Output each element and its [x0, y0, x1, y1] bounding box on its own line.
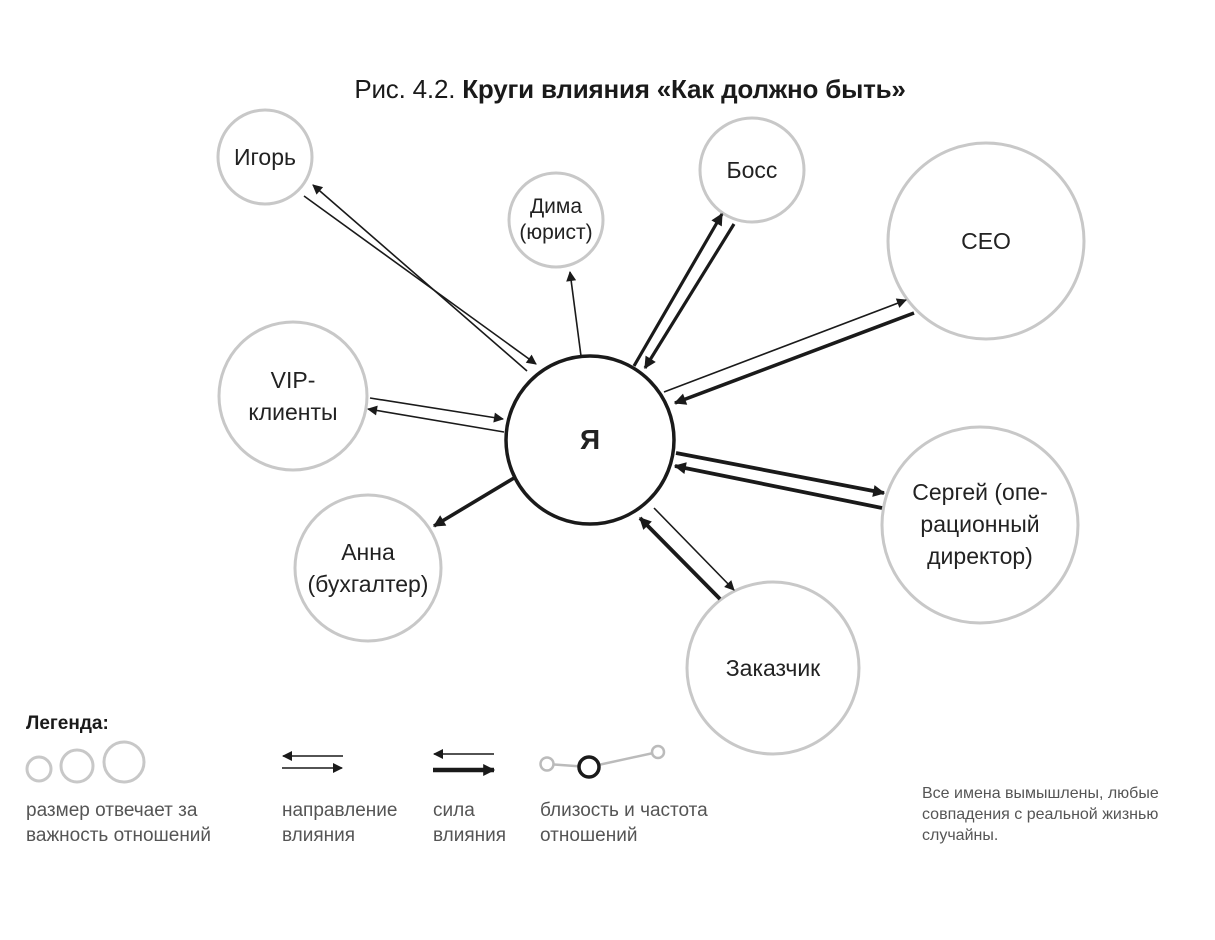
arrow-ceo-to-center: [673, 311, 915, 405]
legend-strength-arrows: [433, 749, 496, 776]
label-sergey: Сергей (опе- рационный директор): [912, 479, 1048, 569]
label-boss: Босс: [726, 157, 778, 183]
legend-title: Легенда:: [26, 713, 109, 734]
arrow-center-to-vip: [367, 405, 505, 433]
legend-proximity-text: близость и частота отношений: [540, 800, 708, 846]
arrow-igor-to-center: [303, 195, 537, 365]
node-anna: [293, 493, 443, 643]
disclaimer: Все имена вымышлены, любые совпадения с …: [922, 785, 1159, 844]
node-sergey: [880, 425, 1080, 625]
node-center: [504, 354, 676, 526]
node-boss: [698, 116, 806, 224]
label-vip: VIP- клиенты: [248, 367, 338, 425]
legend-direction-arrows: [282, 751, 343, 773]
legend-proximity-graph: [539, 744, 666, 779]
arrow-center-to-sergey: [675, 451, 886, 497]
legend-direction-text: направление влияния: [282, 800, 398, 846]
arrow-center-to-boss: [632, 212, 724, 367]
arrow-customer-to-center: [638, 516, 722, 601]
legend-size-text: размер отвечает за важность отношений: [26, 800, 212, 846]
label-igor: Игорь: [234, 144, 296, 170]
legend-strength-text: сила влияния: [433, 800, 507, 846]
arrow-sergey-to-center: [673, 462, 883, 510]
label-dima: Дима (юрист): [519, 195, 593, 244]
node-igor: [216, 108, 314, 206]
node-vip: [217, 320, 369, 472]
legend-size-circles: [25, 740, 146, 784]
label-anna: Анна (бухгалтер): [307, 539, 429, 597]
arrow-center-to-anna: [432, 476, 515, 528]
node-dima: [507, 171, 605, 269]
figure-title-prefix: Рис. 4.2.: [354, 74, 456, 104]
arrow-center-to-ceo: [663, 298, 907, 393]
node-ceo: [886, 141, 1086, 341]
arrow-center-to-customer: [653, 507, 735, 591]
figure-title: Рис. 4.2. Круги влияния «Как должно быть…: [0, 74, 1215, 105]
label-customer: Заказчик: [725, 655, 821, 681]
arrow-boss-to-center: [643, 223, 736, 370]
arrow-vip-to-center: [369, 397, 504, 423]
arrow-center-to-dima: [566, 271, 582, 357]
node-customer: [685, 580, 861, 756]
arrow-center-to-igor: [312, 184, 528, 372]
label-center: Я: [579, 424, 601, 455]
figure-title-main: Круги влияния «Как должно быть»: [462, 74, 906, 104]
label-ceo: CEO: [961, 228, 1011, 254]
arrows: [303, 184, 915, 601]
